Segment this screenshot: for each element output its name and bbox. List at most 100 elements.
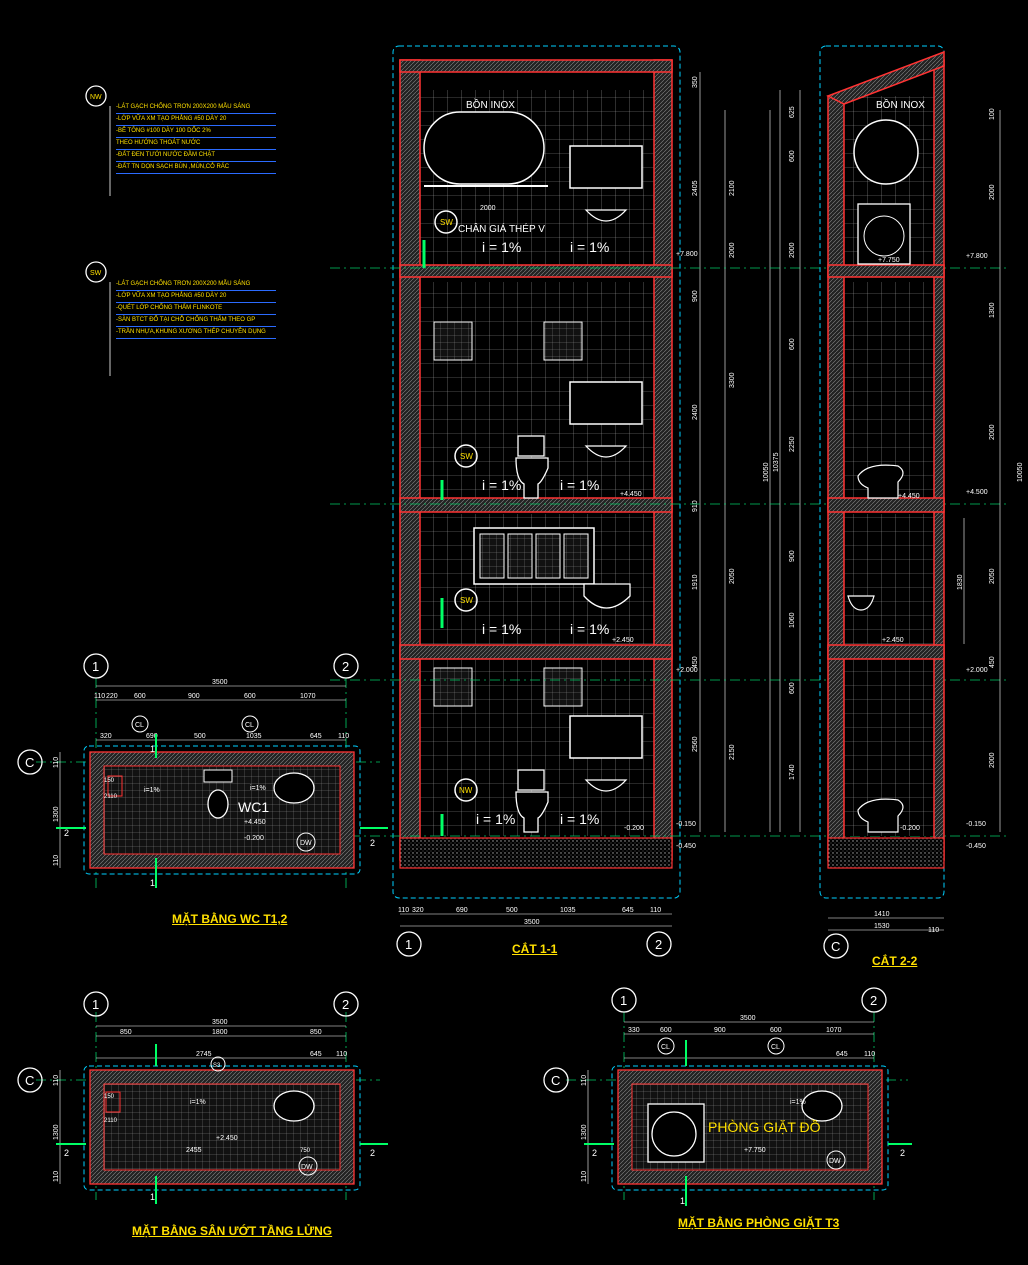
svg-text:2: 2 (342, 659, 349, 674)
dim-label: 2110 (104, 794, 118, 800)
dim-label: 110 (581, 1075, 588, 1086)
dim-label: 750 (300, 1148, 311, 1154)
dim-label: 2100 (729, 180, 736, 196)
caption-section-22: CẮT 2-2 (872, 954, 918, 968)
legend-nw: -LÁT GẠCH CHỐNG TRƠN 200X200 MẪU SÁNG -L… (116, 102, 276, 174)
grid-bubble-2: 2 (646, 931, 672, 957)
dim-label: 600 (770, 1027, 782, 1034)
dim-label: 450 (989, 656, 996, 668)
svg-text:C: C (831, 939, 840, 954)
dw-tag: DW (826, 1150, 846, 1170)
dim-label: 600 (789, 338, 796, 350)
legend-item: -LỚP VỮA XM TẠO PHẲNG #50 DÀY 20 (116, 291, 276, 303)
slope-label: i=1% (144, 787, 160, 794)
dim-label: 645 (836, 1051, 848, 1058)
dw-tag: DW (298, 1156, 318, 1176)
grid-bubble-1: 1 (83, 991, 109, 1017)
dim-label: 1300 (53, 1124, 60, 1140)
dim-label: 1800 (212, 1029, 228, 1036)
grid-bubble-1: 1 (611, 987, 637, 1013)
dim-label: 2250 (789, 436, 796, 452)
dim-total: 3500 (212, 1019, 228, 1026)
level-label: -0.150 (966, 821, 986, 828)
dim-total: 3500 (212, 679, 228, 686)
level-label: -0.200 (900, 825, 920, 832)
dim-label: 2110 (104, 1118, 118, 1124)
section-2-2: BỒN INOX +7.750 +4.450 +2.450 -0.200 +7.… (773, 45, 1024, 959)
slope-label: i=1% (790, 1099, 806, 1106)
svg-text:DW: DW (301, 1164, 313, 1171)
caption-plan-san: MẶT BẰNG SÂN ƯỚT TẦNG LỬNG (132, 1224, 333, 1238)
slope-label: i = 1% (560, 477, 599, 493)
dim-label: 110 (53, 1075, 60, 1086)
dim-label: 900 (188, 693, 200, 700)
svg-text:2: 2 (870, 993, 877, 1008)
nw-tag: NW (454, 778, 478, 802)
slope-label: i=1% (190, 1099, 206, 1106)
dim-label: 690 (146, 733, 158, 740)
level-label: -0.450 (966, 843, 986, 850)
slope-label: i = 1% (482, 239, 521, 255)
svg-text:1: 1 (620, 993, 627, 1008)
level-label: +2.450 (882, 637, 904, 644)
dim-total: 10050 (1017, 462, 1024, 482)
dim-label: 2560 (692, 736, 699, 752)
dim-label: 110 (53, 1171, 60, 1182)
dim-label: 2000 (989, 184, 996, 200)
dim-label: 110 (581, 1171, 588, 1182)
dim-label: 110 (338, 733, 349, 740)
level-label: +4.500 (966, 489, 988, 496)
slope-label: i = 1% (482, 621, 521, 637)
level-label: +4.450 (620, 491, 642, 498)
legend-item: -ĐẤT TN DỌN SẠCH BÙN ,MÙN,CỎ RÁC (116, 162, 276, 174)
dim-label: 850 (310, 1029, 322, 1036)
sw-tag: SW (85, 261, 107, 283)
section-mark: 2 (900, 1148, 905, 1158)
dim-label: 2050 (729, 568, 736, 584)
dim-label: 900 (692, 290, 699, 302)
dim-label: 330 (628, 1027, 640, 1034)
sw-tag: SW (454, 444, 478, 468)
grid-bubble-2: 2 (333, 653, 359, 679)
plan-san-uot: +2.450 i=1% 2455 150 2110 750 DW S3 3500… (17, 991, 388, 1204)
section-mark: 1 (150, 1192, 155, 1202)
dim-label: 350 (692, 76, 699, 88)
dim-label: 450 (692, 656, 699, 668)
caption-plan-wc: MẶT BẰNG WC T1,2 (172, 912, 288, 926)
svg-text:SW: SW (460, 452, 473, 461)
grid-bubble-1: 1 (396, 931, 422, 957)
dim-label: 1060 (789, 612, 796, 628)
dim-label: 110 (336, 1051, 347, 1058)
section-mark: 2 (592, 1148, 597, 1158)
bon-inox-label: BỒN INOX (876, 98, 925, 111)
dim-label: 1070 (300, 693, 316, 700)
dim-label: 3300 (729, 372, 736, 388)
dim-label: 625 (789, 106, 796, 118)
legend-item: -QUÉT LỚP CHỐNG THẤM FLINKOTE (116, 303, 276, 315)
section-mark: 1 (150, 878, 155, 888)
dim-total: 10375 (773, 452, 780, 472)
dim-label: 100 (989, 108, 996, 120)
svg-text:DW: DW (829, 1158, 841, 1165)
slope-label: i = 1% (570, 621, 609, 637)
grid-bubble-1: 1 (83, 653, 109, 679)
caption-section-11: CẮT 1-1 (512, 942, 558, 956)
svg-text:SW: SW (90, 270, 102, 277)
dim-label: 2455 (186, 1147, 202, 1154)
section-mark: 2 (370, 1148, 375, 1158)
svg-text:CL: CL (135, 722, 144, 729)
dim-label: 110 (53, 855, 60, 866)
svg-text:NW: NW (90, 94, 102, 101)
grid-bubble-2: 2 (861, 987, 887, 1013)
level-label: +4.450 (244, 819, 266, 826)
dim-label: 1300 (989, 302, 996, 318)
cl-tag: CL (657, 1037, 675, 1055)
dim-label: 645 (310, 733, 322, 740)
dim-label: 600 (789, 150, 796, 162)
dim-label: 1530 (874, 923, 890, 930)
level-label: +2.000 (676, 667, 698, 674)
svg-text:1: 1 (92, 997, 99, 1012)
dim-label: 110 (650, 907, 661, 914)
dim-label: 900 (789, 550, 796, 562)
